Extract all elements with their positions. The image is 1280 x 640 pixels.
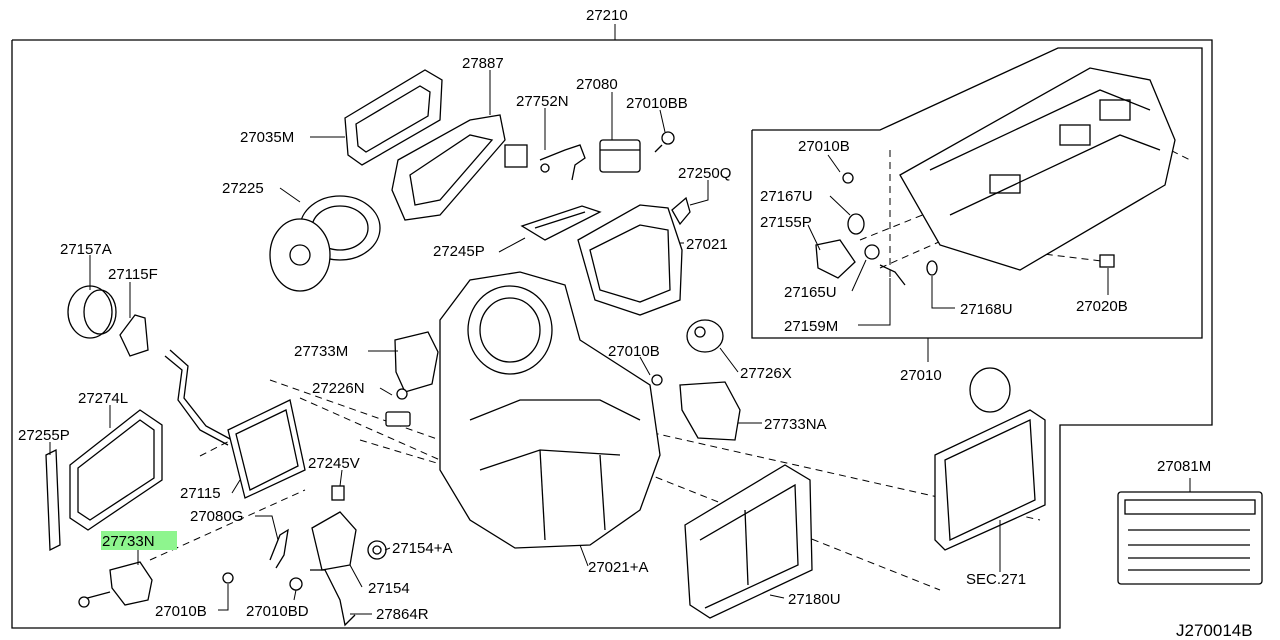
clip-27245v-drawing bbox=[331, 485, 345, 501]
screw-27010bd-drawing bbox=[289, 577, 303, 591]
part-27733na-drawing bbox=[679, 381, 741, 441]
duct-27887-drawing bbox=[391, 114, 528, 221]
label-27155p[interactable]: 27155P bbox=[760, 214, 812, 231]
label-27020b[interactable]: 27020B bbox=[1076, 298, 1128, 315]
label-27115[interactable]: 27115 bbox=[180, 485, 221, 502]
grille-27180u-drawing bbox=[684, 464, 813, 619]
link-27864r-drawing bbox=[310, 569, 356, 627]
label-sec271[interactable]: SEC.271 bbox=[966, 571, 1026, 588]
label-27225[interactable]: 27225 bbox=[222, 180, 264, 197]
label-27081m[interactable]: 27081M bbox=[1157, 458, 1211, 475]
bracket-27752n-drawing bbox=[539, 144, 586, 181]
grille-27245p-drawing bbox=[520, 205, 602, 241]
outer-frame bbox=[11, 24, 1213, 629]
label-27157a[interactable]: 27157A bbox=[60, 241, 112, 258]
motor-27733n-drawing[interactable] bbox=[78, 561, 153, 608]
label-27021[interactable]: 27021 bbox=[686, 236, 728, 253]
label-27255p[interactable]: 27255P bbox=[18, 427, 70, 444]
label-27010b-b[interactable]: 27010B bbox=[155, 603, 207, 620]
label-27245v[interactable]: 27245V bbox=[308, 455, 360, 472]
label-27010[interactable]: 27010 bbox=[900, 367, 942, 384]
bracket-27080g-drawing bbox=[269, 528, 289, 569]
drawing-number: J270014B bbox=[1176, 621, 1253, 640]
pipe-drawing bbox=[164, 349, 233, 446]
sub-assembly-small-parts-drawing bbox=[815, 172, 1115, 286]
label-27154a[interactable]: 27154+A bbox=[392, 540, 452, 557]
label-27733n[interactable]: 27733N bbox=[102, 533, 155, 550]
highlight-27733n bbox=[101, 531, 177, 550]
label-27726x[interactable]: 27726X bbox=[740, 365, 792, 382]
label-27733na[interactable]: 27733NA bbox=[764, 416, 827, 433]
sensor-27226n-drawing bbox=[385, 388, 411, 427]
part-27154-drawing bbox=[311, 511, 357, 571]
screw-27010b-drawing bbox=[651, 374, 663, 386]
filter-frame-27035m-drawing bbox=[344, 69, 443, 166]
label-27226n[interactable]: 27226N bbox=[312, 380, 365, 397]
label-27864r[interactable]: 27864R bbox=[376, 606, 429, 623]
screw-27010bb-drawing bbox=[654, 131, 675, 153]
label-27180u[interactable]: 27180U bbox=[788, 591, 841, 608]
label-27010b-c[interactable]: 27010B bbox=[798, 138, 850, 155]
label-27035m[interactable]: 27035M bbox=[240, 129, 294, 146]
blower-motor-27225-drawing bbox=[269, 195, 381, 292]
label-27010b-a[interactable]: 27010B bbox=[608, 343, 660, 360]
label-27168u[interactable]: 27168U bbox=[960, 301, 1013, 318]
evaporator-sec271-drawing bbox=[934, 367, 1046, 551]
part-27726x-drawing bbox=[686, 319, 724, 353]
actuator-27080-drawing bbox=[599, 139, 641, 173]
part-27154a-drawing bbox=[367, 540, 387, 560]
label-27165u[interactable]: 27165U bbox=[784, 284, 837, 301]
label-27274l[interactable]: 27274L bbox=[78, 390, 128, 407]
motor-27733m-drawing bbox=[394, 331, 439, 393]
heater-core-27115-drawing bbox=[227, 399, 306, 499]
leader-lines bbox=[49, 70, 1191, 615]
label-27021a[interactable]: 27021+A bbox=[588, 559, 648, 576]
label-27245p[interactable]: 27245P bbox=[433, 243, 485, 260]
part-labels: 27210 27887 27080 27752N 27010BB 27035M … bbox=[18, 7, 1253, 640]
label-27167u[interactable]: 27167U bbox=[760, 188, 813, 205]
label-27733m[interactable]: 27733M bbox=[294, 343, 348, 360]
label-27250q[interactable]: 27250Q bbox=[678, 165, 731, 182]
label-27210[interactable]: 27210 bbox=[586, 7, 628, 24]
strip-27255p-drawing bbox=[45, 448, 61, 552]
label-27010bd[interactable]: 27010BD bbox=[246, 603, 309, 620]
sub-housing-27010-drawing bbox=[899, 67, 1176, 271]
part-27157a-drawing bbox=[67, 285, 117, 339]
clip-27250q-drawing bbox=[671, 196, 691, 226]
upper-housing-27021-drawing bbox=[577, 204, 683, 316]
label-27159m[interactable]: 27159M bbox=[784, 318, 838, 335]
filter-27274l-drawing bbox=[69, 409, 163, 531]
sub-assembly-frame bbox=[751, 47, 1203, 362]
label-27887[interactable]: 27887 bbox=[462, 55, 504, 72]
label-card-27081m-drawing bbox=[1117, 491, 1263, 585]
label-27010bb[interactable]: 27010BB bbox=[626, 95, 688, 112]
screw-27010b-bottom-drawing bbox=[222, 572, 234, 584]
label-27080g[interactable]: 27080G bbox=[190, 508, 243, 525]
label-27752n[interactable]: 27752N bbox=[516, 93, 569, 110]
main-housing-drawing bbox=[439, 271, 661, 549]
label-27115f[interactable]: 27115F bbox=[108, 266, 158, 283]
label-27154[interactable]: 27154 bbox=[368, 580, 410, 597]
label-27080[interactable]: 27080 bbox=[576, 76, 618, 93]
part-27115f-drawing bbox=[119, 314, 149, 357]
